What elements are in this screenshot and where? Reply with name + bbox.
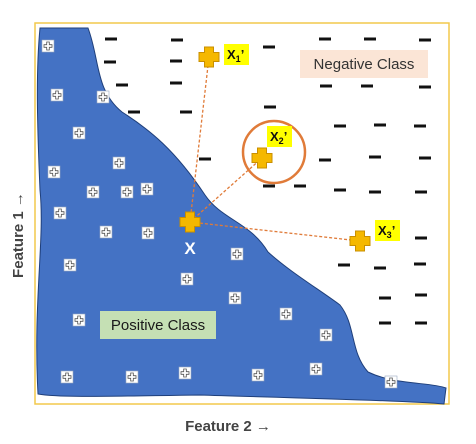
neighbor-3-marker — [349, 230, 371, 252]
x-axis-label: Feature 2 → — [185, 418, 271, 435]
query-point-cross — [179, 211, 201, 233]
negative-marker — [319, 37, 331, 41]
negative-marker — [338, 263, 350, 267]
neighbor-3-highlight — [375, 220, 400, 241]
positive-class-region — [36, 27, 447, 405]
negative-marker — [361, 84, 373, 88]
y-axis-label: Feature 1 → — [10, 192, 27, 278]
query-point-label: X — [184, 239, 196, 258]
positive-marker — [230, 247, 244, 261]
neighbor-1-label: X1’ — [227, 47, 244, 64]
positive-marker — [96, 90, 110, 104]
negative-marker — [419, 38, 431, 42]
positive-marker — [141, 226, 155, 240]
negative-class-label-bg — [300, 50, 428, 78]
negative-marker — [294, 184, 306, 188]
negative-marker — [414, 124, 426, 128]
positive-marker — [180, 272, 194, 286]
negative-marker — [369, 190, 381, 194]
negative-marker — [263, 184, 275, 188]
positive-marker — [112, 156, 126, 170]
negative-marker — [320, 84, 332, 88]
negative-marker — [319, 158, 331, 162]
neighbor-1-marker — [198, 46, 220, 68]
negative-marker — [128, 110, 140, 114]
connector-x2 — [189, 157, 263, 223]
negative-marker — [334, 124, 346, 128]
neighbor-3-label: X3’ — [378, 223, 395, 240]
query-point-marker — [179, 211, 201, 233]
negative-marker — [263, 45, 275, 49]
positive-marker — [384, 375, 398, 389]
positive-marker — [309, 362, 323, 376]
negative-marker — [334, 188, 346, 192]
negative-marker — [369, 155, 381, 159]
negative-marker — [264, 105, 276, 109]
connector-x3 — [189, 221, 361, 242]
neighbor-2-label: X2’ — [270, 129, 287, 146]
positive-class-label: Positive Class — [111, 317, 205, 334]
negative-marker — [170, 81, 182, 85]
negative-marker — [364, 37, 376, 41]
negative-marker — [415, 293, 427, 297]
negative-marker — [199, 157, 211, 161]
negative-marker — [414, 262, 426, 266]
neighbor-2-highlight — [267, 126, 292, 147]
negative-marker — [415, 236, 427, 240]
positive-marker — [99, 225, 113, 239]
negative-marker — [374, 266, 386, 270]
connector-x1 — [189, 56, 210, 223]
positive-marker — [178, 366, 192, 380]
positive-marker — [319, 328, 333, 342]
positive-marker — [279, 307, 293, 321]
negative-marker — [415, 190, 427, 194]
positive-marker — [251, 368, 265, 382]
positive-marker — [125, 370, 139, 384]
positive-marker — [228, 291, 242, 305]
positive-marker — [60, 370, 74, 384]
negative-marker — [419, 85, 431, 89]
negative-marker — [105, 37, 117, 41]
negative-marker — [180, 110, 192, 114]
positive-marker — [47, 165, 61, 179]
positive-marker — [63, 258, 77, 272]
neighbor-1-highlight — [224, 44, 249, 65]
positive-marker — [72, 126, 86, 140]
positive-marker — [41, 39, 55, 53]
negative-marker — [374, 123, 386, 127]
positive-marker — [53, 206, 67, 220]
negative-marker — [415, 321, 427, 325]
positive-marker — [140, 182, 154, 196]
negative-marker — [104, 60, 116, 64]
negative-marker — [379, 296, 391, 300]
positive-marker — [50, 88, 64, 102]
neighbor-connectors — [189, 56, 361, 242]
negative-marker — [171, 38, 183, 42]
neighbor-markers — [198, 46, 371, 252]
positive-marker — [72, 313, 86, 327]
positive-marker — [120, 185, 134, 199]
neighbor-2-marker — [251, 147, 273, 169]
nearest-neighbor-circle — [241, 119, 307, 185]
positive-markers — [41, 39, 398, 389]
negative-marker — [170, 59, 182, 63]
negative-marker — [116, 83, 128, 87]
positive-class-label-bg — [100, 311, 216, 339]
negative-marker — [419, 156, 431, 160]
negative-class-label: Negative Class — [314, 56, 415, 73]
negative-marker — [379, 321, 391, 325]
positive-marker — [86, 185, 100, 199]
